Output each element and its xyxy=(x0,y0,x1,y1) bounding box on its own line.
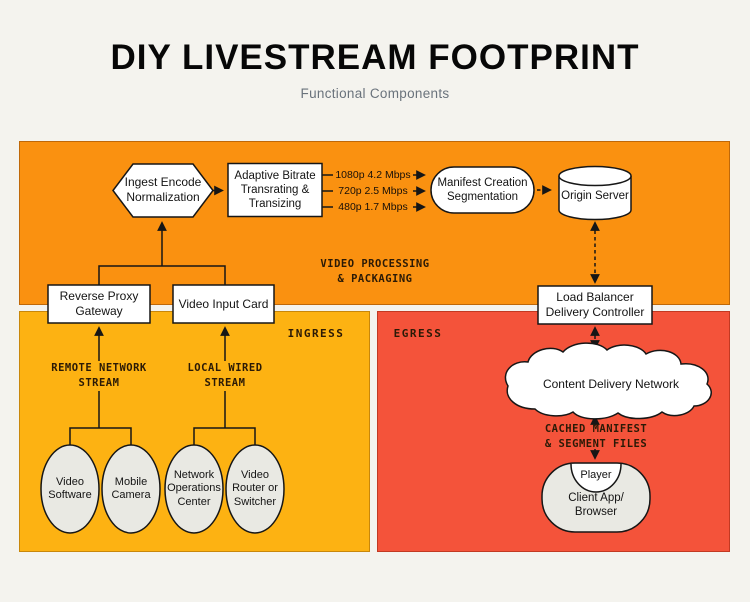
source-video-software-oval xyxy=(40,444,100,534)
adaptive-bitrate-label: Adaptive Bitrate Transrating & Transizin… xyxy=(234,169,316,210)
ingest-hexagon xyxy=(112,163,214,218)
source-network-operations-oval xyxy=(164,444,224,534)
origin-server-label: Origin Server xyxy=(561,189,629,202)
player-notch xyxy=(570,463,622,493)
ingest-label: Ingest Encode Normalization xyxy=(124,175,202,204)
page-subtitle: Functional Components xyxy=(300,86,450,101)
page-title: DIY LIVESTREAM FOOTPRINT xyxy=(110,38,640,77)
bitrate-1080p-label: 1080p 4.2 Mbps xyxy=(335,169,411,181)
local-wired-stream-label: LOCAL WIRED STREAM xyxy=(187,361,263,389)
adaptive-bitrate-box xyxy=(227,162,323,218)
source-video-software-label: Video Software xyxy=(48,475,92,501)
origin-server-cylinder xyxy=(558,176,632,221)
bitrate-480p-label: 480p 1.7 Mbps xyxy=(338,201,408,213)
source-network-operations-label: Network Operations Center xyxy=(167,468,221,508)
origin-server-cylinder-top xyxy=(558,165,632,187)
source-mobile-camera-oval xyxy=(101,444,161,534)
bitrate-720p-label: 720p 2.5 Mbps xyxy=(338,185,408,197)
wires-bitrate-rows xyxy=(322,170,426,212)
video-processing-section-label: VIDEO PROCESSING & PACKAGING xyxy=(320,257,430,285)
manifest-label: Manifest Creation Segmentation xyxy=(437,176,528,203)
player-label: Player xyxy=(580,469,612,482)
client-app-stadium xyxy=(541,462,651,533)
ingress-section-label: INGRESS xyxy=(287,327,345,341)
wire-ingress-merge-to-ingest xyxy=(98,221,226,285)
load-balancer-box xyxy=(537,285,653,325)
source-video-router-oval xyxy=(225,444,285,534)
remote-network-stream-label: REMOTE NETWORK STREAM xyxy=(51,361,147,389)
cached-manifest-label: CACHED MANIFEST & SEGMENT FILES xyxy=(544,422,648,450)
reverse-proxy-box xyxy=(47,284,151,324)
client-app-label: Client App/ Browser xyxy=(568,491,624,518)
video-input-box xyxy=(172,284,275,324)
source-mobile-camera-label: Mobile Camera xyxy=(111,475,151,501)
wire-remote-stream xyxy=(69,326,132,446)
source-video-router-label: Video Router or Switcher xyxy=(232,468,278,508)
cdn-cloud xyxy=(504,342,712,420)
manifest-stadium xyxy=(430,166,535,214)
video-input-label: Video Input Card xyxy=(178,296,269,311)
wire-local-stream xyxy=(193,326,256,446)
cdn-label: Content Delivery Network xyxy=(542,376,680,391)
reverse-proxy-label: Reverse Proxy Gateway xyxy=(59,289,139,318)
load-balancer-label: Load Balancer Delivery Controller xyxy=(545,290,645,319)
egress-section-label: EGRESS xyxy=(393,327,443,341)
